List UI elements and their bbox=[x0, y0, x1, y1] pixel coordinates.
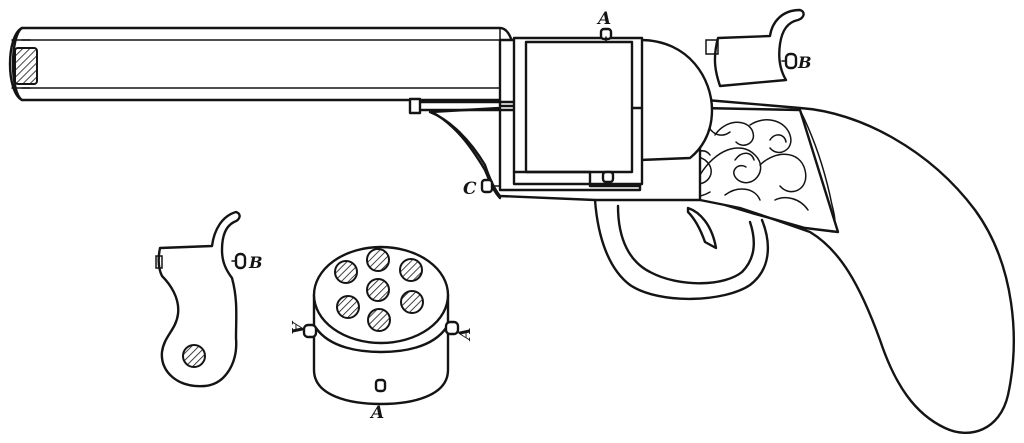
cylinder-detail: A A A bbox=[288, 245, 474, 423]
frame-front-curve bbox=[430, 110, 502, 200]
hammer-detail-outline bbox=[157, 210, 241, 388]
chamber-1 bbox=[366, 248, 390, 272]
recoil-shield bbox=[638, 38, 714, 162]
hammer-detail-screw bbox=[231, 252, 247, 270]
cylinder-inner-step bbox=[512, 170, 642, 188]
cylinder-detail-bottom-pin bbox=[374, 378, 387, 393]
label-pin: C bbox=[463, 179, 477, 199]
label-hammer-side: B bbox=[797, 53, 812, 72]
hammer bbox=[713, 8, 805, 88]
hammer-detail-pivot bbox=[182, 344, 206, 368]
cylinder-top-pin bbox=[599, 27, 613, 43]
revolver: A C B bbox=[8, 8, 1015, 434]
label-cylinder-right: A bbox=[455, 328, 474, 342]
chamber-4 bbox=[366, 278, 390, 302]
label-cylinder-top: A bbox=[596, 9, 611, 29]
cylinder-detail-right-pin bbox=[444, 320, 460, 336]
label-cylinder-left: A bbox=[288, 320, 307, 334]
ejector-rod bbox=[408, 97, 522, 115]
chamber-5 bbox=[336, 295, 360, 319]
cylinder-detail-left-pin bbox=[302, 323, 318, 339]
muzzle bbox=[8, 26, 24, 102]
trigger bbox=[686, 206, 718, 250]
chamber-7 bbox=[367, 308, 391, 332]
chamber-3 bbox=[399, 258, 423, 282]
cylinder bbox=[524, 40, 634, 174]
trigger-guard bbox=[593, 198, 769, 301]
bore bbox=[14, 47, 38, 85]
barrel bbox=[8, 26, 517, 102]
cylinder-bottom-pin bbox=[601, 170, 615, 184]
chamber-2 bbox=[334, 260, 358, 284]
label-hammer-detail: B bbox=[248, 253, 263, 272]
hammer-screw-b bbox=[781, 52, 798, 70]
cylinder-chambers bbox=[334, 248, 424, 332]
chamber-6 bbox=[400, 290, 424, 314]
pin-c bbox=[480, 178, 501, 194]
hammer-detail: B bbox=[155, 210, 263, 388]
label-cylinder-bottom: A bbox=[369, 403, 384, 423]
trigger-guard-inner bbox=[616, 204, 755, 285]
